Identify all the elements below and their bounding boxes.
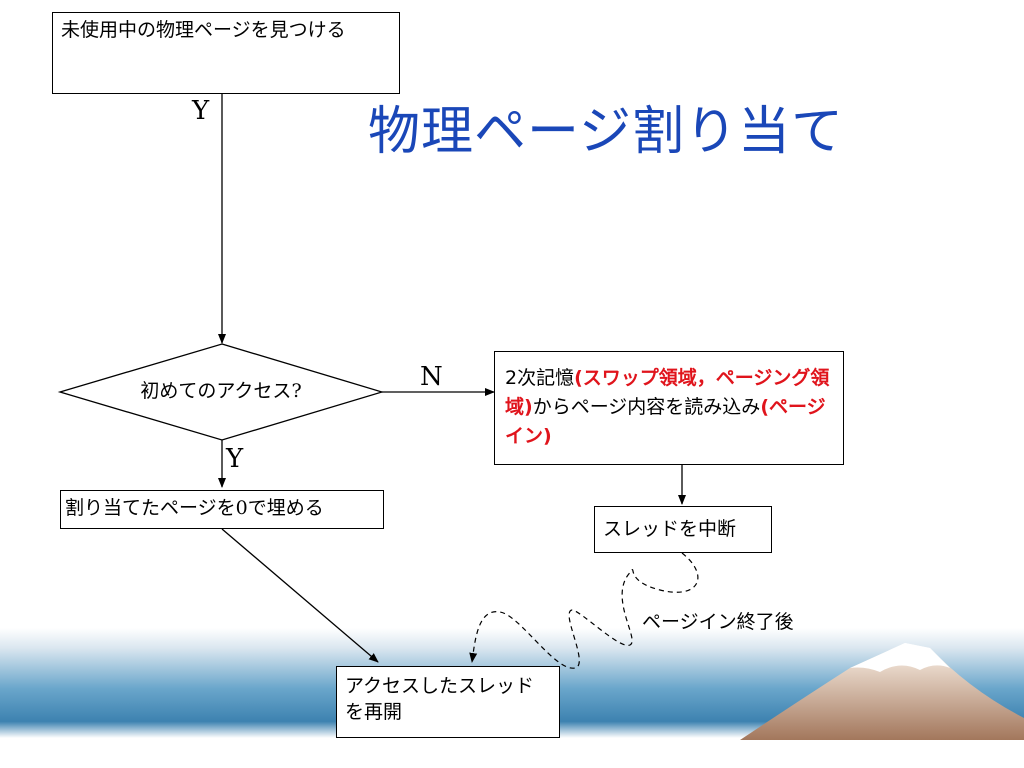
after-page-in-label: ページイン終了後 <box>642 611 794 633</box>
node-fill-zero: 割り当てたページを0で埋める <box>60 490 384 529</box>
node-page-in-text-swap: (スワップ領域，ページング領域) <box>505 367 830 418</box>
decision-text: 初めてのアクセス? <box>60 378 382 404</box>
page-title: 物理ページ割り当て <box>368 102 844 162</box>
arrow-fill-zero-to-resume <box>221 528 379 663</box>
node-page-in-text-pagein: (ページイン) <box>505 396 826 447</box>
node-resume-thread-text: アクセスしたスレッドを再開 <box>345 675 535 723</box>
decision-text-main: 初めてのアクセス <box>140 380 292 402</box>
dashed-wait-path <box>469 552 699 669</box>
node-fill-zero-text-a: 割り当てたページを <box>65 497 236 519</box>
node-fill-zero-text-b: で埋める <box>247 497 324 519</box>
node-find-free-page-text: 未使用中の物理ページを見つける <box>61 19 346 41</box>
node-page-in-text-a: 2次記憶 <box>505 367 575 389</box>
node-fill-zero-digit: 0 <box>235 497 248 519</box>
mountain-snowcap <box>850 643 950 672</box>
node-suspend-thread: スレッドを中断 <box>594 506 772 553</box>
node-find-free-page: 未使用中の物理ページを見つける <box>52 12 400 94</box>
ground-band <box>0 738 1024 768</box>
node-resume-thread: アクセスしたスレッドを再開 <box>336 666 560 738</box>
no-label: N <box>420 362 443 392</box>
node-page-in-text-c: からページ内容を読み込み <box>532 396 761 418</box>
node-suspend-thread-text: スレッドを中断 <box>603 518 737 540</box>
yes-label-top: Y <box>192 96 210 126</box>
yes-label-decision: Y <box>226 444 244 474</box>
decision-text-mark: ? <box>291 380 302 402</box>
mountain <box>740 643 1024 740</box>
node-page-in: 2次記憶(スワップ領域，ページング領域)からページ内容を読み込み(ページイン) <box>494 351 844 465</box>
